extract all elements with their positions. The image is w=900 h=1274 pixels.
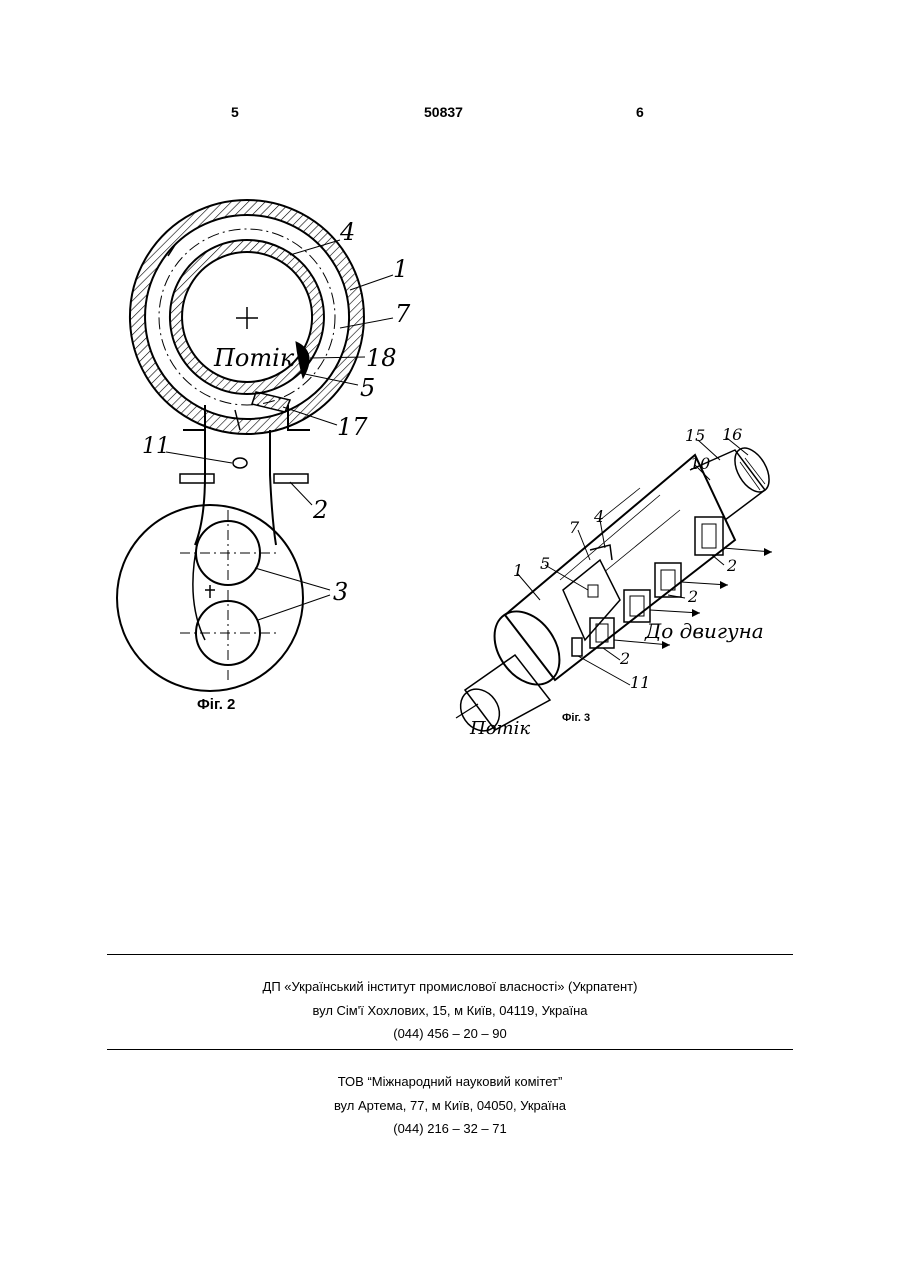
footer-divider-top [107,954,793,955]
fig2-flow-label: Потік [213,344,295,372]
org2-address: вул Артема, 77, м Київ, 04050, Україна [0,1098,900,1113]
figure-2-drawing: Потік 4 1 7 18 5 17 11 2 3 [0,0,900,760]
fig2-label-1: 1 [393,255,408,283]
fig2-label-4: 4 [339,218,355,246]
fig2-label-7: 7 [395,300,411,328]
fig2-label-11: 11 [142,434,170,459]
org2-name: ТОВ “Міжнародний науковий комітет” [0,1074,900,1089]
fig2-label-17: 17 [337,413,368,441]
fig2-label-18: 18 [366,344,397,372]
fig2-label-3: 3 [333,578,348,606]
fig2-caption: Фіг. 2 [197,696,235,713]
fig3-caption: Фіг. 3 [562,712,590,724]
org1-phone: (044) 456 – 20 – 90 [0,1026,900,1041]
org1-address: вул Сім'ї Хохлових, 15, м Київ, 04119, У… [0,1003,900,1018]
fig2-label-2: 2 [312,496,328,524]
footer-divider-middle [107,1049,793,1050]
org1-name: ДП «Український інститут промислової вла… [0,979,900,994]
org2-phone: (044) 216 – 32 – 71 [0,1121,900,1136]
fig2-label-5: 5 [360,374,375,402]
